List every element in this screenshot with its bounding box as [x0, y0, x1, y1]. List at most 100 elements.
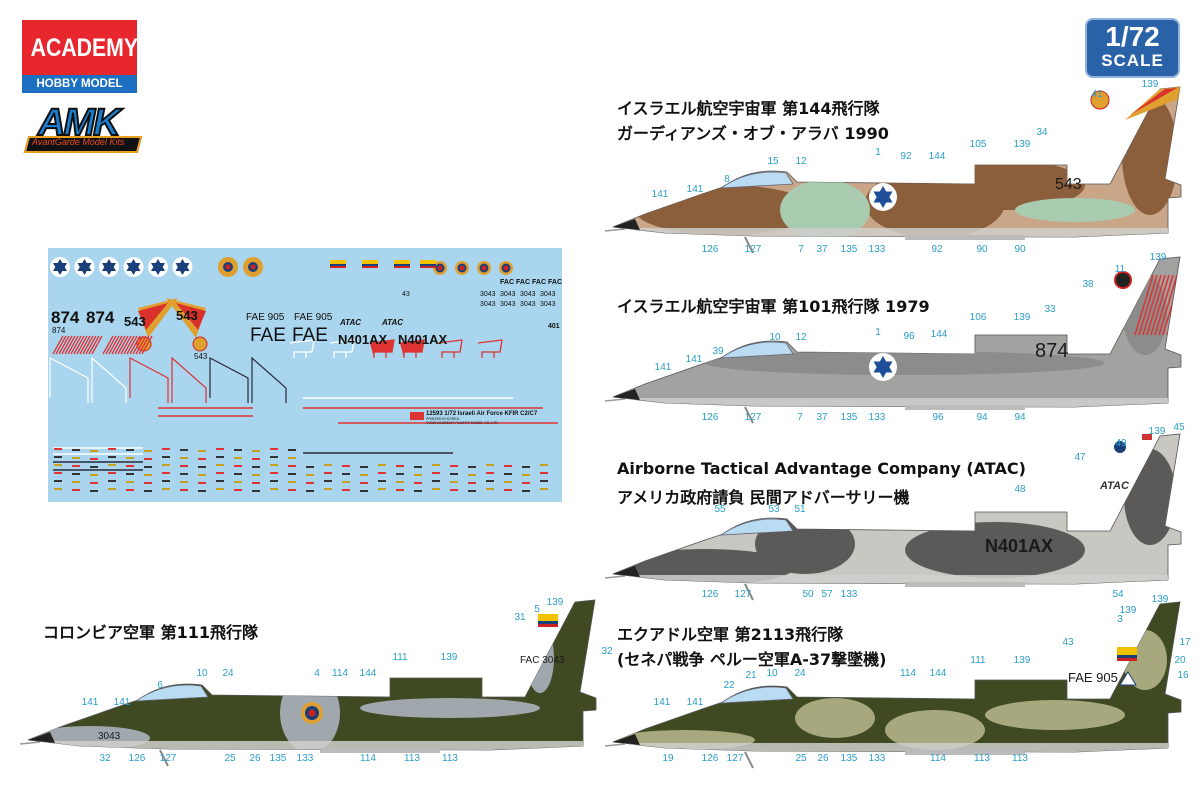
decal-sheet-graphics — [49, 257, 558, 492]
stencil-decal — [324, 464, 332, 466]
tail-emblem-decal — [166, 298, 206, 338]
decal-callout-number: 7 — [798, 244, 804, 255]
decal-callout-number: 90 — [976, 244, 988, 255]
decal-n401ax: N401AX — [338, 332, 388, 347]
stencil-decal — [288, 481, 296, 483]
fuselage — [612, 256, 1182, 408]
stencil-decal — [144, 474, 152, 476]
decal-callout-number: 106 — [969, 312, 987, 323]
panel-decal — [329, 339, 355, 358]
stencil-decal — [54, 456, 62, 458]
decal-callout-number: 37 — [816, 412, 828, 423]
stencil-decal — [108, 480, 116, 482]
decal-callout-number: 24 — [794, 668, 806, 679]
camouflage — [613, 95, 1181, 237]
decal-callout-number: 1 — [875, 327, 881, 338]
canopy — [719, 171, 794, 189]
decal-fae-905: FAE 905 — [294, 312, 333, 323]
stencil-decal — [378, 472, 386, 474]
decal-callout-number: 126 — [701, 753, 719, 764]
stencil-decal — [432, 480, 440, 482]
decal-callout-number: 96 — [903, 331, 915, 342]
panel-decal — [289, 339, 315, 358]
academy-tagline: HOBBY MODEL KITS — [22, 75, 137, 108]
fin-logo: ATAC — [1100, 480, 1129, 492]
academy-mini-logo — [410, 412, 424, 420]
decal-callout-number: 114 — [900, 668, 916, 679]
decal-sheet: 874 874 874 543 543 543 FAE 905 FAE 905 … — [48, 248, 562, 502]
stencil-decal — [468, 466, 476, 468]
decal-callout-number: 32 — [601, 646, 613, 657]
decal-callout-number: 135 — [269, 753, 287, 764]
stencil-decal — [216, 456, 224, 458]
stencil-decal — [324, 472, 332, 474]
panel-decal — [477, 339, 503, 358]
panel-decal — [437, 339, 463, 358]
stencil-decal — [72, 473, 80, 475]
stencil-decal — [270, 480, 278, 482]
stencil-decal — [360, 482, 368, 484]
scheme-title: イスラエル航空宇宙軍 第144飛行隊 — [617, 99, 880, 118]
stencil-decal — [468, 474, 476, 476]
stencil-decal — [288, 449, 296, 451]
decal-callout-number: 37 — [816, 244, 828, 255]
stencil-decal — [396, 489, 404, 491]
amk-logo: AMK AvantGarde Model Kits — [23, 101, 143, 153]
landing-gear — [744, 583, 754, 601]
decal-callout-number: 94 — [1014, 412, 1026, 423]
stencil-decal — [270, 464, 278, 466]
stencil-decal — [522, 482, 530, 484]
decal-callout-number: 141 — [651, 189, 669, 200]
nose-radome — [613, 734, 640, 745]
decal-callout-number: 3 — [1117, 614, 1123, 625]
stencil-decal — [486, 488, 494, 490]
decal-atac: ATAC — [340, 318, 362, 327]
stencil-decal — [306, 466, 314, 468]
decal-callout-number: 127 — [744, 412, 762, 423]
stencil-decal — [234, 489, 242, 491]
stencil-decal — [180, 489, 188, 491]
decal-callout-number: 139 — [1013, 312, 1031, 323]
decal-3043: 3043 — [480, 301, 496, 308]
decal-543-small: 543 — [194, 352, 208, 361]
stencil-decal — [522, 490, 530, 492]
canopy — [719, 686, 794, 704]
academy-logo: ACADEMY HOBBY MODEL KITS — [22, 20, 137, 108]
stencil-decal — [90, 474, 98, 476]
stencil-decal — [54, 480, 62, 482]
decal-callout-number: 25 — [795, 753, 807, 764]
decal-callout-number: 139 — [1149, 252, 1167, 263]
stencil-decal — [378, 480, 386, 482]
flag-decal — [420, 260, 436, 264]
stencil-decal — [144, 458, 152, 460]
stencil-decal — [180, 449, 188, 451]
stencil-decal — [396, 481, 404, 483]
stencil-decal — [126, 449, 134, 451]
stencil-decal — [216, 472, 224, 474]
decal-callout-number: 43 — [1062, 637, 1074, 648]
stencil-decal — [324, 488, 332, 490]
stencil-decal — [72, 449, 80, 451]
decal-callout-number: 24 — [222, 668, 234, 679]
stencil-decal — [450, 473, 458, 475]
decal-callout-number: 92 — [931, 244, 943, 255]
pitot-probe — [604, 743, 626, 747]
decal-copyright: ©2020 ACADEMY PLASTIC MODEL CO.,LTD — [426, 421, 498, 425]
stencil-decal — [180, 465, 188, 467]
decal-callout-number: 113 — [442, 753, 458, 764]
stencil-decal — [126, 457, 134, 459]
decal-callout-number: 38 — [1082, 279, 1094, 290]
stencil-decal — [234, 457, 242, 459]
stencil-decal — [342, 481, 350, 483]
stencil-decal — [90, 490, 98, 492]
decal-callout-number: 127 — [159, 753, 177, 764]
nose-radome — [28, 732, 55, 743]
decal-n401ax: N401AX — [398, 332, 448, 347]
stencil-decal — [486, 480, 494, 482]
scheme-title: Airborne Tactical Advantage Company (ATA… — [617, 459, 1026, 478]
decal-callout-number: 113 — [404, 753, 420, 764]
decal-401: 401 — [548, 323, 560, 330]
kfir-side-view — [604, 256, 1182, 424]
decal-callout-number: 141 — [81, 697, 99, 708]
kfir-side-view — [604, 433, 1182, 601]
